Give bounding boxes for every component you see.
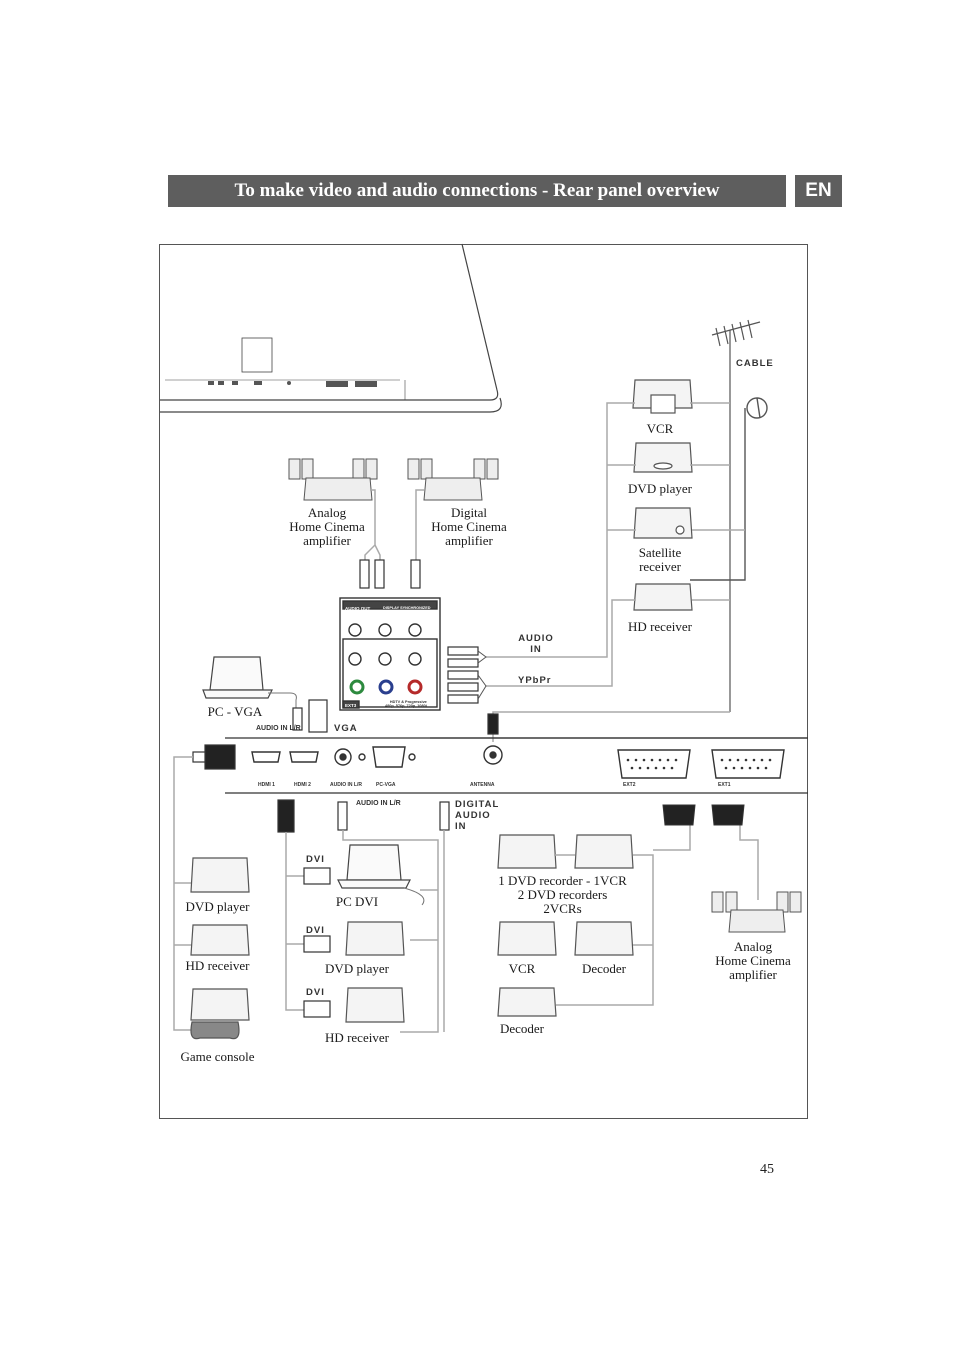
ypbpr-label: YPbPr <box>518 675 552 686</box>
port-label-audio-in: AUDIO IN L/R <box>330 782 362 788</box>
pc-vga-label: PC - VGA <box>207 704 263 719</box>
pc-dvi-label: PC DVI <box>335 894 379 909</box>
ext3-hdtv: HDTV & Progressive 480p, 576p, 720p, 108… <box>385 700 427 708</box>
page-title: To make video and audio connections - Re… <box>168 175 786 207</box>
satellite-dish-icon <box>690 397 768 581</box>
rear-panel-strip <box>225 737 808 794</box>
middle-devices <box>345 921 405 1023</box>
dvi-label-1: DVI <box>306 854 325 865</box>
game-console-label: Game console <box>180 1049 255 1064</box>
audio-in-lr-label-lower: AUDIO IN L/R <box>356 800 401 807</box>
port-label-ext1: EXT1 <box>718 782 731 788</box>
port-label-ext2: EXT2 <box>623 782 636 788</box>
dvi-label-2: DVI <box>306 925 325 936</box>
hdmi-plug-left <box>192 744 236 770</box>
recorders-label: 1 DVD recorder - 1VCR 2 DVD recorders 2V… <box>498 873 627 916</box>
port-label-pc-vga: PC-VGA <box>376 782 396 788</box>
cable-label: CABLE <box>736 358 774 369</box>
hdmi-ports <box>251 745 785 779</box>
rca-plugs-right <box>447 646 479 704</box>
analog-amplifier-label: Analog Home Cinema amplifier <box>289 505 365 548</box>
ext3-panel <box>339 597 441 711</box>
ext3-display-sync: DISPLAY SYNCHRONIZED <box>383 606 431 610</box>
rca-plugs-top <box>359 559 421 589</box>
port-label-antenna: ANTENNA <box>470 782 495 788</box>
audio-in-lr-label: AUDIO IN L/R <box>256 725 301 732</box>
amplifier-icons <box>288 458 499 501</box>
middle-hd-receiver-label: HD receiver <box>325 1030 389 1045</box>
laptop-dvi-icon <box>337 844 411 889</box>
vga-label: VGA <box>334 723 358 734</box>
right-amplifier-label: Analog Home Cinema amplifier <box>715 939 791 982</box>
scart-plugs <box>662 804 745 826</box>
right-amplifier-icon <box>711 891 802 933</box>
dvi-plugs <box>303 867 331 1018</box>
left-devices <box>190 857 250 1040</box>
port-label-hdmi2: HDMI 2 <box>294 782 311 788</box>
middle-dvd-player-label: DVD player <box>325 961 389 976</box>
page-number: 45 <box>760 1162 774 1177</box>
bottom-decoder-2-label: Decoder <box>499 1021 545 1036</box>
right-devices <box>632 379 693 611</box>
antenna-icon <box>711 319 761 712</box>
recorder-devices <box>497 834 634 1017</box>
left-dvd-player-label: DVD player <box>185 899 250 914</box>
device-label-vcr: VCR <box>646 421 674 436</box>
device-label-dvd-player: DVD player <box>628 481 692 496</box>
dvi-label-3: DVI <box>306 987 325 998</box>
audio-in-label: AUDIO IN <box>518 633 554 655</box>
device-label-hd-receiver: HD receiver <box>628 619 692 634</box>
port-label-hdmi1: HDMI 1 <box>258 782 275 788</box>
ext3-audio-out: AUDIO OUT <box>345 606 371 611</box>
diagram-frame <box>159 244 808 1119</box>
left-hd-receiver-label: HD receiver <box>185 958 250 973</box>
bottom-vcr-label: VCR <box>508 961 536 976</box>
bottom-decoder-label: Decoder <box>581 961 627 976</box>
digital-audio-in-label: DIGITAL AUDIO IN <box>455 799 500 832</box>
tv-ports-mini <box>208 381 377 387</box>
device-label-satellite-receiver: Satellite receiver <box>638 545 682 574</box>
digital-amplifier-label: Digital Home Cinema amplifier <box>431 505 507 548</box>
audio-vga-plugs <box>292 699 328 733</box>
laptop-vga-icon <box>202 656 273 699</box>
ext3-label: EXT3 <box>345 703 357 708</box>
language-tag: EN <box>795 175 842 207</box>
